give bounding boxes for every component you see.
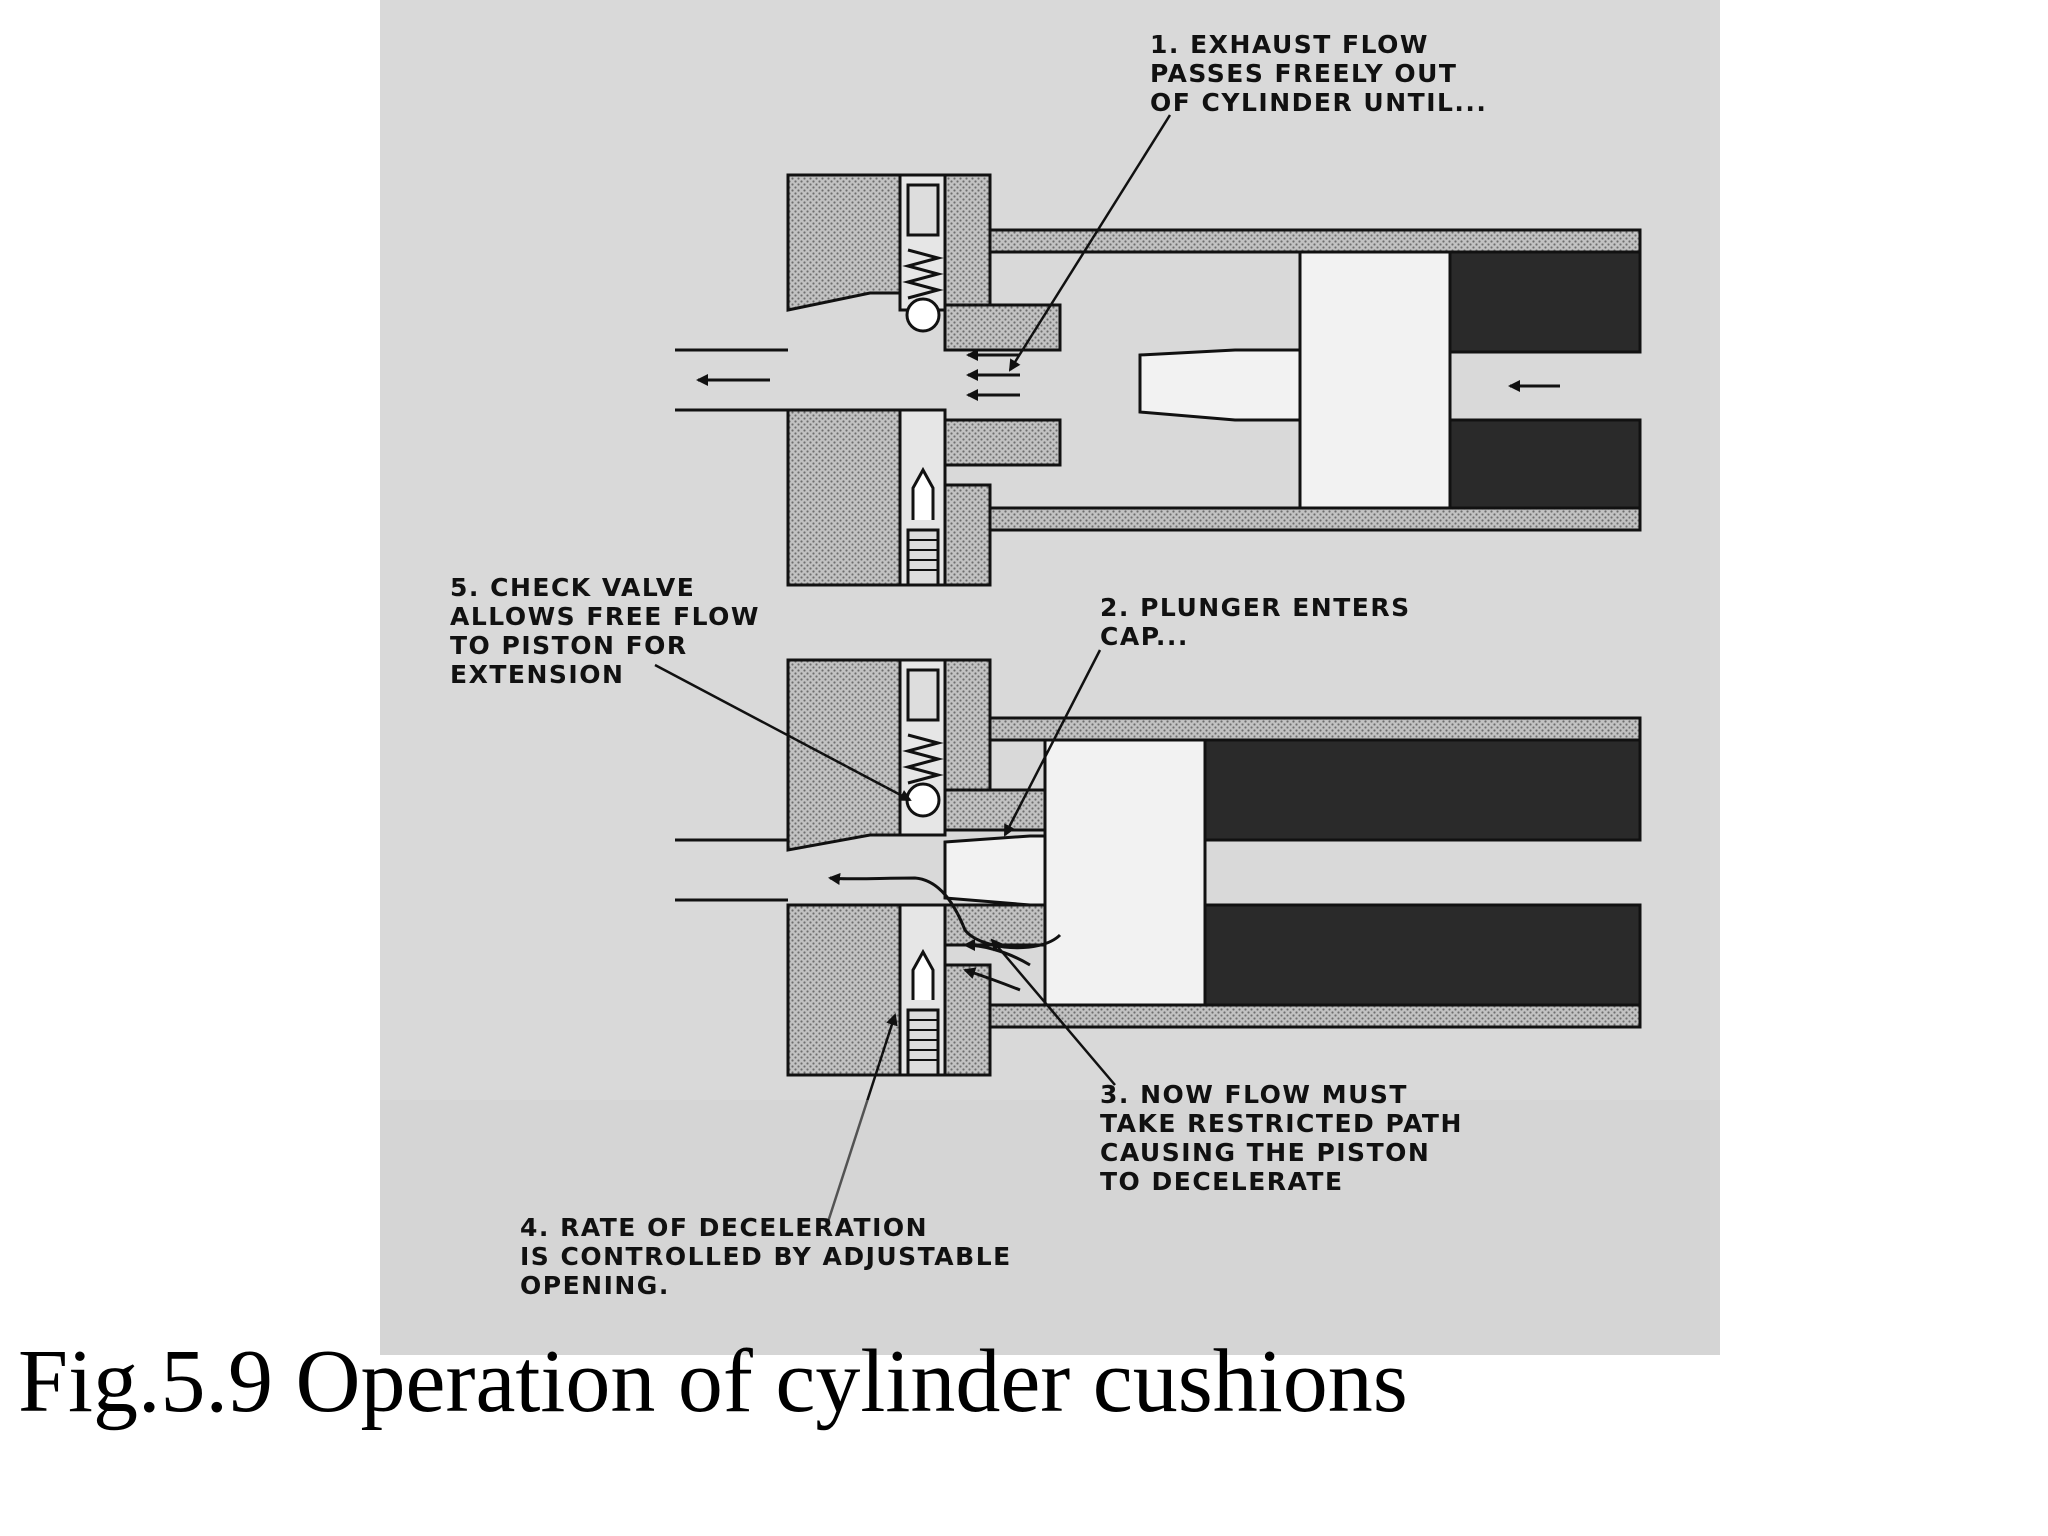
bottom-cap-body-upper [786, 658, 902, 852]
bottom-piston [1043, 738, 1207, 1007]
scanned-figure: 1. EXHAUST FLOW PASSES FREELY OUT OF CYL… [380, 0, 1720, 1355]
leader-3 [990, 938, 1116, 1086]
top-tube-lower-wall [988, 506, 1642, 532]
label-rate-of-deceleration: 4. RATE OF DECELERATION IS CONTROLLED BY… [520, 1213, 1012, 1300]
figure-caption: Fig.5.9 Operation of cylinder cushions [18, 1332, 1408, 1431]
cylinder-cushion-diagram [380, 114, 1720, 1355]
leader-5 [654, 663, 912, 802]
top-piston-rod-lower [1448, 418, 1642, 510]
leader-1 [1008, 114, 1172, 372]
top-adjust-screw [906, 528, 940, 587]
top-piston-rod-upper [1448, 250, 1642, 354]
bottom-piston-rod-upper [1203, 738, 1642, 842]
label-check-valve: 5. CHECK VALVE ALLOWS FREE FLOW TO PISTO… [450, 573, 760, 689]
top-cap-body-lower [786, 408, 902, 587]
top-needle [911, 466, 935, 520]
bottom-cylinder-assembly [675, 658, 1642, 1077]
bottom-needle [911, 948, 935, 1000]
bottom-adjust-screw [906, 1008, 940, 1077]
top-cushion-plunger [1138, 348, 1302, 422]
bottom-piston-rod-lower [1203, 903, 1642, 1007]
bottom-check-valve-spring [902, 733, 944, 785]
bottom-check-valve-ball [905, 782, 941, 818]
top-check-valve-ball [905, 297, 941, 333]
top-piston [1298, 250, 1452, 510]
top-flow-arrows [696, 349, 1560, 401]
bottom-tube-lower-wall [988, 1003, 1642, 1029]
bottom-tube-upper-wall [988, 716, 1642, 742]
label-restricted-path: 3. NOW FLOW MUST TAKE RESTRICTED PATH CA… [1100, 1080, 1463, 1196]
label-plunger-enters: 2. PLUNGER ENTERS CAP... [1100, 593, 1411, 651]
top-cap-body-upper [786, 173, 902, 312]
bottom-cushion-plunger [943, 834, 1047, 907]
leader-lines [654, 114, 1172, 1226]
leader-2 [1003, 649, 1102, 837]
label-exhaust-flow: 1. EXHAUST FLOW PASSES FREELY OUT OF CYL… [1150, 30, 1488, 117]
top-cylinder-assembly [675, 173, 1642, 587]
leader-4 [825, 1013, 898, 1226]
top-check-valve-spring [902, 248, 944, 300]
